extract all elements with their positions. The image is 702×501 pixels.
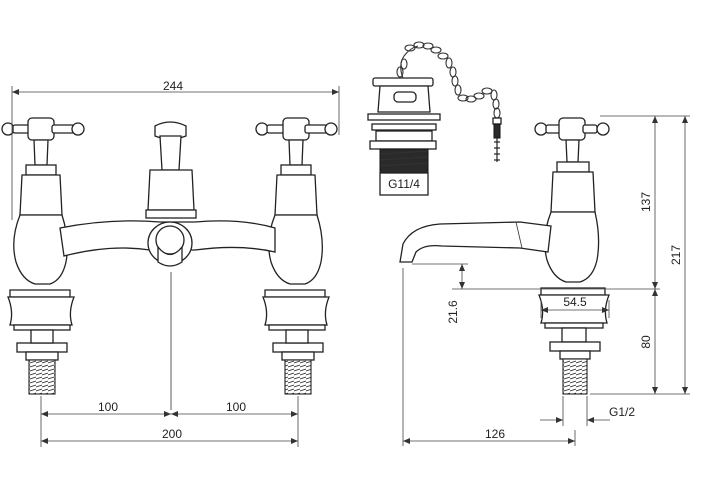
- dim-spout-reach: 126: [485, 427, 505, 441]
- dim-side-total-height: 217: [669, 245, 683, 265]
- dim-waste-thread: G11/4: [388, 177, 420, 191]
- left-valve-body: [7, 174, 75, 395]
- side-spout: [399, 221, 552, 263]
- waste-thread: [379, 148, 429, 174]
- right-valve-body: [262, 174, 330, 395]
- dim-body-width: 54.5: [563, 295, 587, 309]
- dim-spout-clearance: 21.6: [446, 300, 460, 324]
- left-cross-handle: [1, 117, 85, 176]
- dim-tail-thread: G1/2: [609, 405, 635, 419]
- front-spout: [147, 221, 193, 267]
- popup-waste: G11/4: [367, 41, 502, 196]
- front-view: [1, 117, 338, 410]
- right-cross-handle: [255, 117, 338, 176]
- front-dimensions: 244 100 100 200: [11, 79, 340, 447]
- dim-left-spacing: 100: [98, 400, 118, 414]
- dim-centres: 200: [162, 427, 182, 441]
- side-view: [399, 117, 610, 395]
- side-dimensions: 137 217 80 21.6 54.5 G1/2 126: [402, 115, 690, 446]
- waste-chain: [396, 41, 502, 162]
- dim-side-height-upper: 137: [639, 192, 653, 212]
- dim-lower-height: 80: [639, 335, 653, 349]
- dim-overall-width: 244: [163, 79, 183, 93]
- centre-pillar: [145, 121, 197, 219]
- dim-right-spacing: 100: [226, 400, 246, 414]
